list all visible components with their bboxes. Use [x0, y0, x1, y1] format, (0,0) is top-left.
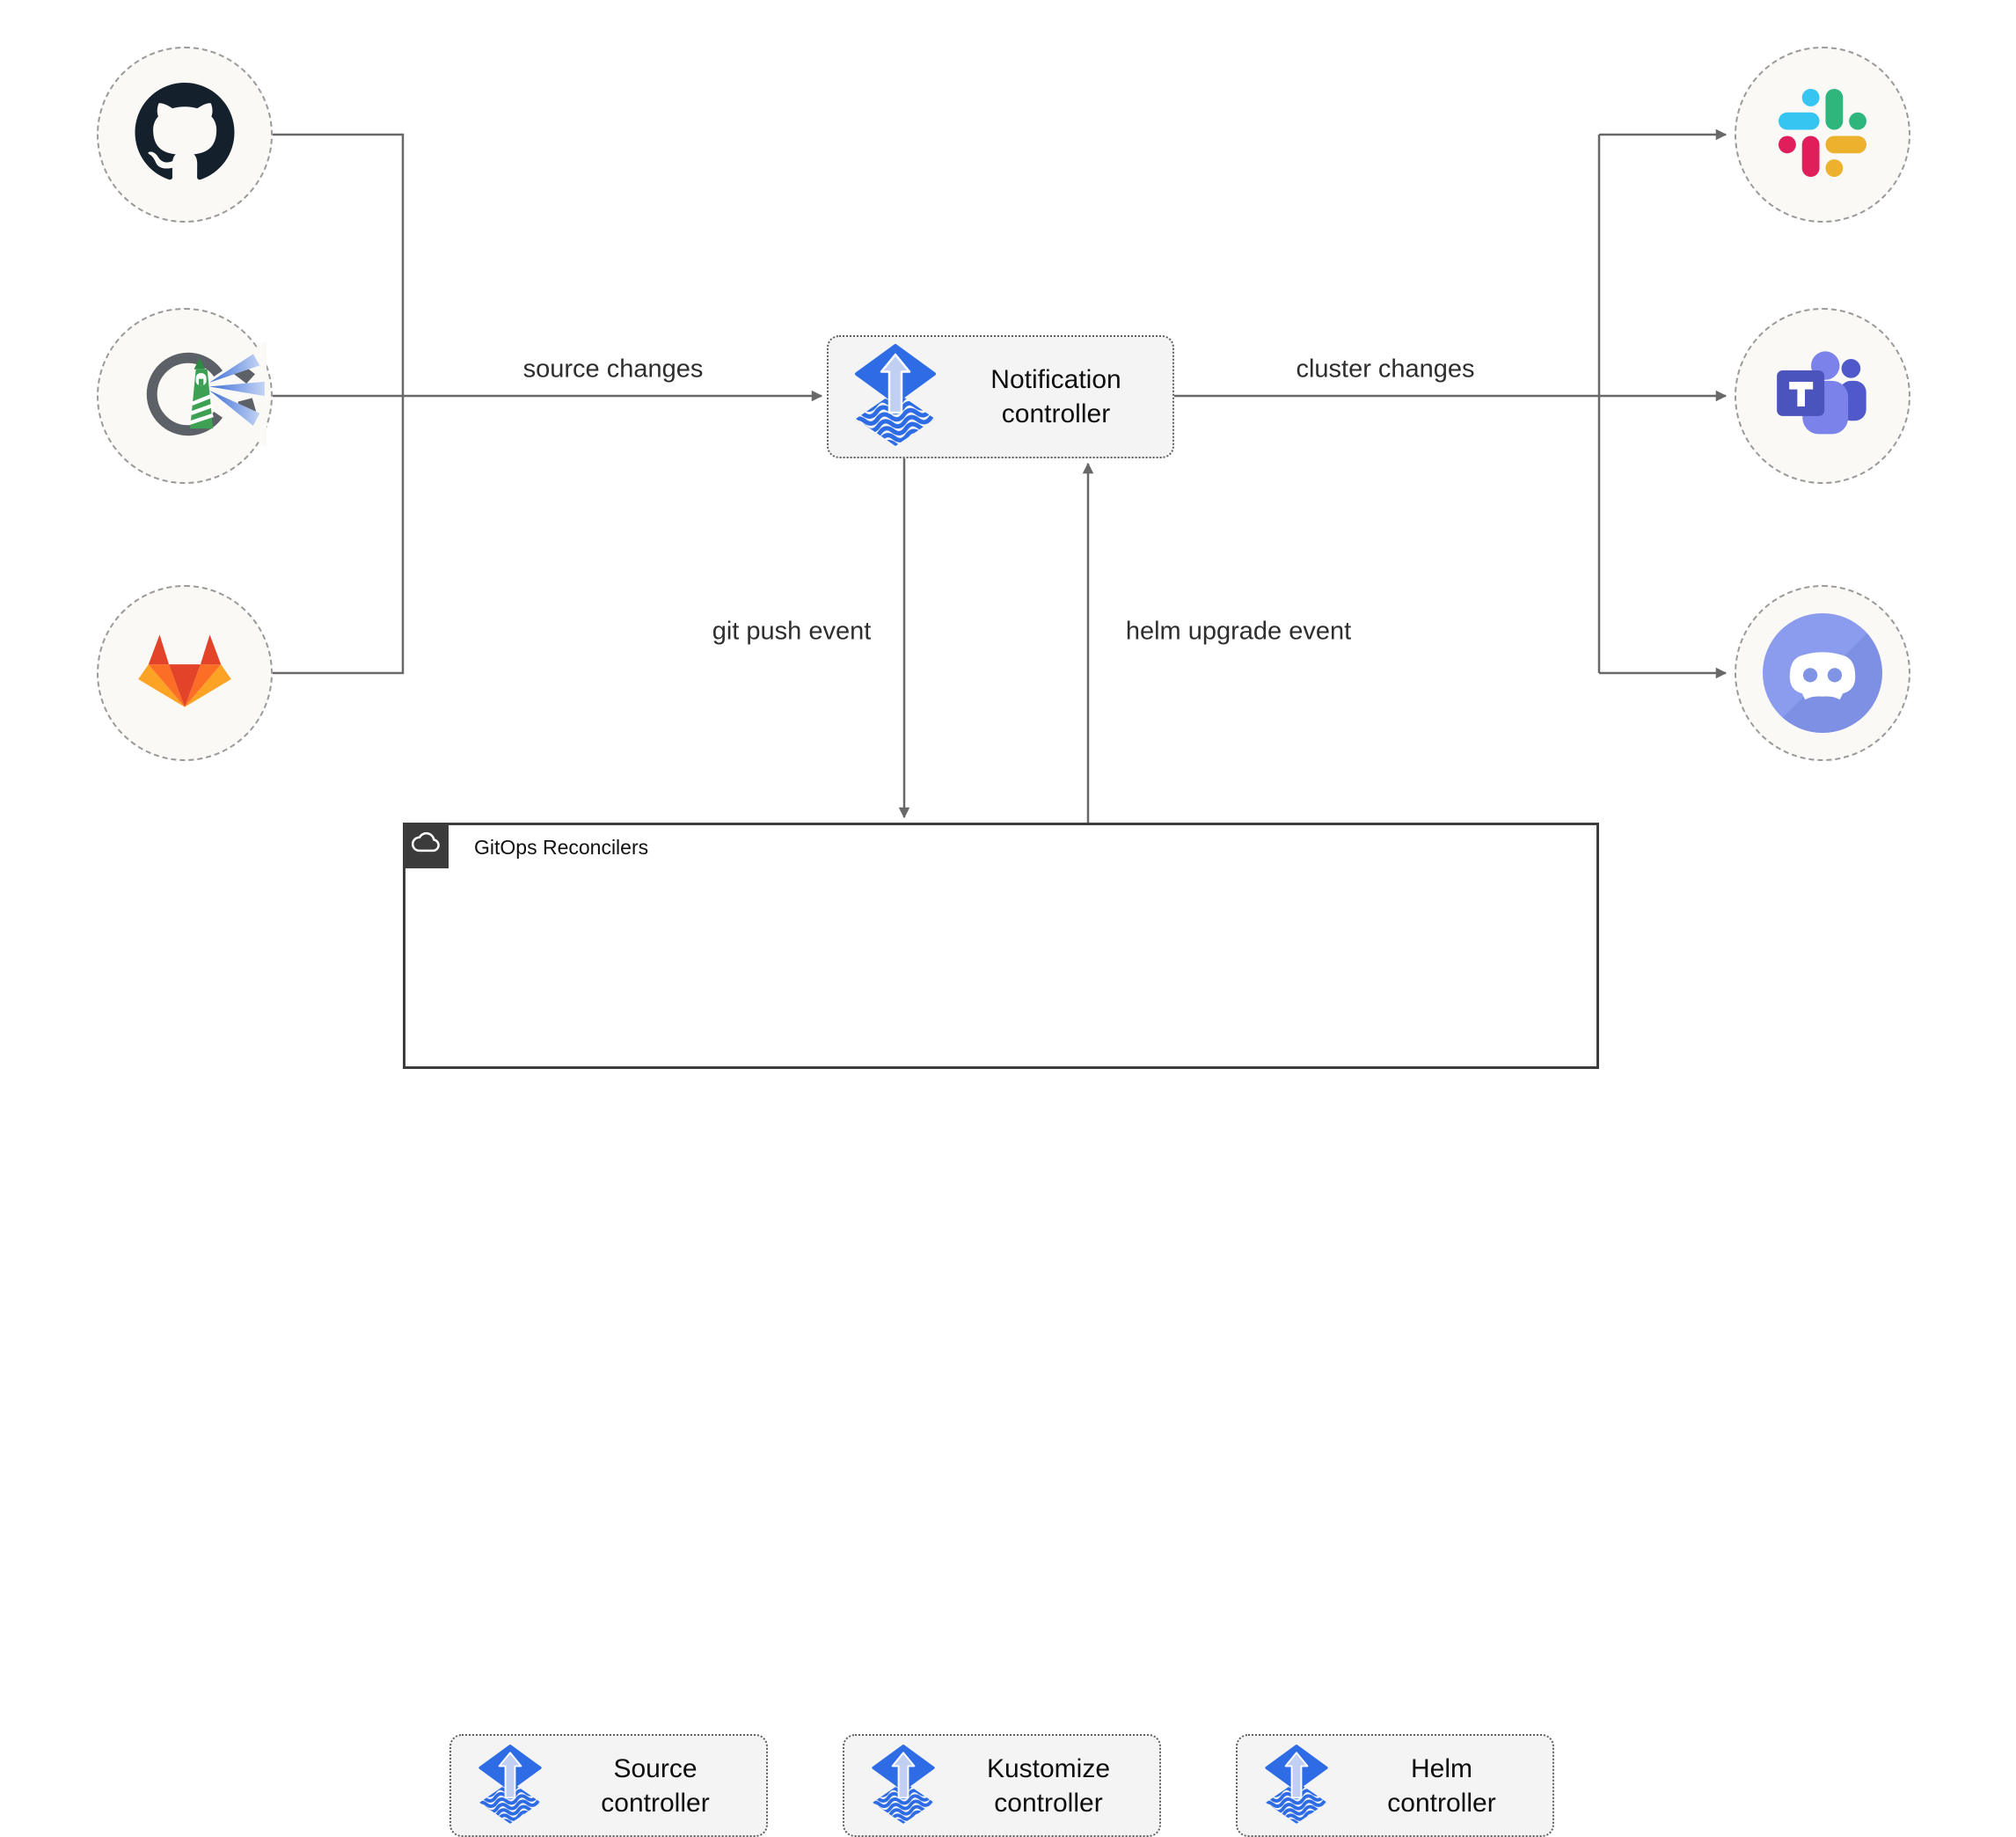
gitops-reconcilers-container: GitOps Reconcilers Source controller Kus…: [403, 823, 1599, 1837]
node-harbor: [97, 308, 273, 484]
github-icon: [134, 83, 236, 187]
node-gitlab: [97, 585, 273, 761]
cloud-icon: [408, 826, 443, 866]
node-teams: [1735, 308, 1910, 484]
flux-icon: [476, 1745, 544, 1826]
flux-icon: [1262, 1745, 1331, 1826]
teams-icon: [1775, 350, 1870, 443]
kustomize-controller-box: Kustomize controller: [843, 1734, 1161, 1837]
helm-controller-label: Helm controller: [1387, 1753, 1496, 1818]
kustomize-controller-label: Kustomize controller: [986, 1753, 1111, 1818]
cloud-badge: [403, 823, 449, 868]
edge-sources-bus: [273, 133, 405, 675]
node-github: [97, 47, 273, 223]
label-cluster-changes: cluster changes: [1296, 355, 1475, 384]
flux-icon: [869, 1745, 938, 1826]
gitlab-icon: [138, 629, 231, 717]
flux-icon: [851, 344, 939, 450]
node-discord: [1735, 585, 1910, 761]
notification-controller-label: Notification controller: [990, 365, 1121, 428]
notification-controller-box: Notification controller: [827, 335, 1174, 458]
source-controller-box: Source controller: [449, 1734, 768, 1837]
harbor-icon: [103, 340, 267, 452]
helm-controller-box: Helm controller: [1236, 1734, 1554, 1837]
gitops-reconcilers-title: GitOps Reconcilers: [474, 836, 649, 859]
source-controller-label: Source controller: [601, 1753, 710, 1818]
discord-icon: [1763, 613, 1882, 733]
connector-lines: [273, 128, 1727, 966]
node-slack: [1735, 47, 1910, 223]
label-source-changes: source changes: [522, 355, 704, 384]
slack-icon: [1779, 88, 1866, 181]
label-git-push-event: git push event: [712, 617, 872, 646]
label-helm-upgrade-event: helm upgrade event: [1125, 617, 1352, 646]
